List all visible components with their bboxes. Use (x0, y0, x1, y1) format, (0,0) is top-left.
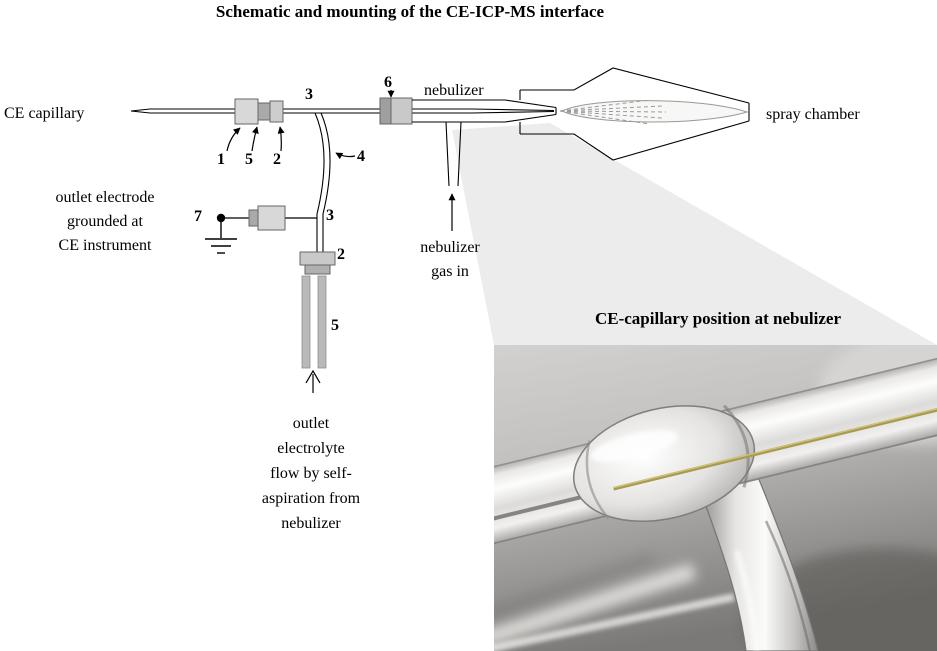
callout-4: 4 (357, 148, 365, 165)
ce-capillary-line (130, 108, 555, 114)
label-outlet-electrolyte: outlet electrolyte flow by self- aspirat… (231, 411, 391, 536)
capillary-fittings (234, 98, 284, 125)
main-glass-tube (494, 345, 937, 550)
photo-title: CE-capillary position at nebulizer (594, 309, 842, 328)
callout-1: 1 (217, 151, 225, 168)
outlet-electrode-assembly (205, 205, 317, 254)
label-line: outlet (292, 415, 330, 432)
label-nebulizer: nebulizer (424, 82, 484, 99)
nebulizer-gas-arm-left (445, 121, 450, 187)
fitting-ferrule (257, 102, 271, 121)
nebulizer-fitting-light (390, 97, 413, 125)
nebulizer-gas-arm-right (457, 121, 462, 187)
label-line: nebulizer (420, 239, 480, 256)
label-line: nebulizer (281, 515, 341, 532)
arrow-to-4 (335, 152, 356, 160)
label-line: aspiration from (261, 490, 361, 507)
arrow-to-1 (226, 127, 241, 152)
lower-fitting-collar (304, 264, 331, 275)
callout-6: 6 (384, 74, 392, 91)
nebulizer-fitting-dark (379, 97, 392, 125)
label-line: electrolyte (277, 440, 345, 457)
nebulizer-body-top (412, 99, 557, 109)
nebulizer-body-bottom (412, 113, 557, 123)
callout-5-top: 5 (245, 151, 253, 168)
label-outlet-electrode: outlet electrode grounded at CE instrume… (25, 186, 185, 258)
glass-joint-bulge (572, 405, 756, 523)
lower-fitting-top (299, 251, 336, 266)
ground-symbol (205, 222, 237, 254)
nebulizer-assembly (379, 97, 557, 187)
label-spray-chamber: spray chamber (766, 106, 860, 123)
label-line: CE instrument (58, 237, 152, 254)
spray-chamber-inner-cone (560, 100, 749, 123)
self-aspiration-arrow (305, 369, 321, 393)
callout-7: 7 (194, 208, 202, 225)
arrow-to-5 (251, 126, 259, 152)
nebulizer-photo (494, 345, 937, 651)
label-line: grounded at (67, 213, 143, 230)
fitting-nut (234, 98, 259, 125)
electrolyte-tube-right (317, 275, 327, 369)
zoom-indicator-triangle (452, 123, 937, 345)
fitting-body (269, 100, 284, 123)
electrolyte-tube-left (301, 275, 311, 369)
electrode-fitting-body (257, 205, 286, 231)
label-line: flow by self- (270, 465, 352, 482)
electrode-contact-dot (216, 213, 226, 223)
label-line: outlet electrode (55, 189, 155, 206)
label-ce-capillary: CE capillary (4, 105, 85, 122)
electrode-fitting-ferrule (248, 209, 259, 227)
callout-3-top: 3 (305, 86, 313, 103)
callout-2-mid: 2 (337, 246, 345, 263)
callout-2-top: 2 (273, 151, 281, 168)
tee-down-tube (314, 112, 331, 252)
nebulizer-photo-render (494, 345, 937, 651)
capillary-in-photo (613, 361, 937, 491)
callout-arrows (226, 90, 456, 231)
label-nebulizer-gas-in: nebulizer gas in (390, 236, 510, 284)
figure-title: Schematic and mounting of the CE-ICP-MS … (215, 2, 605, 21)
callout-3-mid: 3 (326, 207, 334, 224)
spray-chamber-outline (519, 67, 750, 161)
spray-dashes (559, 99, 667, 125)
callout-5-bottom: 5 (331, 317, 339, 334)
arrow-to-2 (277, 126, 285, 152)
electrolyte-outlet-assembly (299, 251, 336, 369)
label-line: gas in (431, 263, 469, 280)
